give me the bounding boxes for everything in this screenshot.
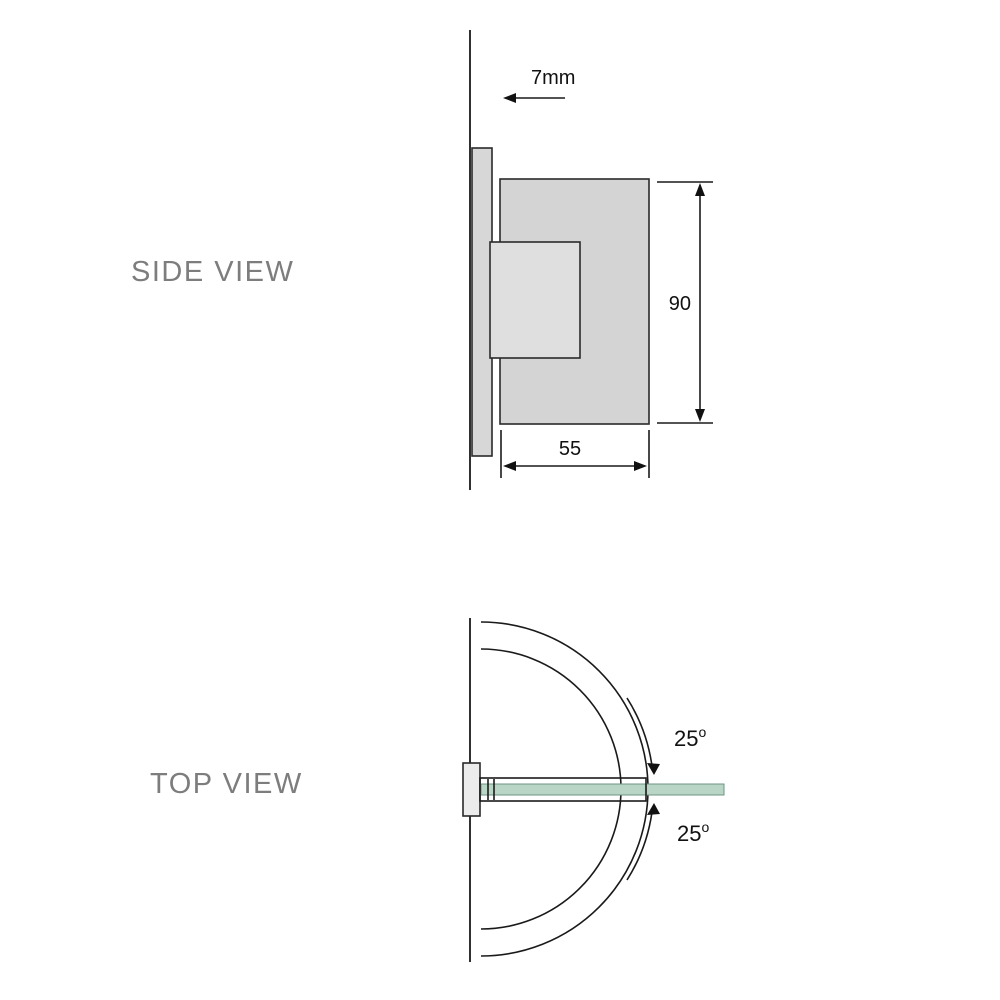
top-clamp-body [479,777,647,802]
dim-90-arrowhead-top [695,183,705,196]
top-view-title: TOP VIEW [150,768,303,800]
angle-label-lower: 25o [677,819,709,846]
angle-arc-lower [626,811,653,881]
angle-value-lower: 25 [677,821,701,846]
angle-arrowhead-lower [647,803,660,815]
dim-90-label: 90 [669,293,691,315]
angle-label-upper: 25o [674,724,706,751]
dim-55-arrowhead-right [634,461,647,471]
side-view: SIDE VIEW 7mm 90 [131,30,713,490]
side-clamp-block [489,241,581,359]
dim-7mm-arrowhead [503,93,516,103]
angle-degree-mark-upper: o [698,724,706,740]
angle-value-upper: 25 [674,726,698,751]
side-view-title: SIDE VIEW [131,256,294,288]
dim-55-label: 55 [559,438,581,460]
angle-arrowhead-upper [647,763,660,775]
top-mounting-bracket [462,762,481,817]
dim-90-arrowhead-bottom [695,409,705,422]
angle-degree-mark-lower: o [701,819,709,835]
dim-55-arrowhead-left [503,461,516,471]
glass-panel [480,783,725,796]
side-mounting-plate [471,147,493,457]
dim-7mm-label: 7mm [531,67,575,89]
top-view: TOP VIEW 25o 25o [150,618,725,962]
angle-arc-upper [626,697,653,767]
